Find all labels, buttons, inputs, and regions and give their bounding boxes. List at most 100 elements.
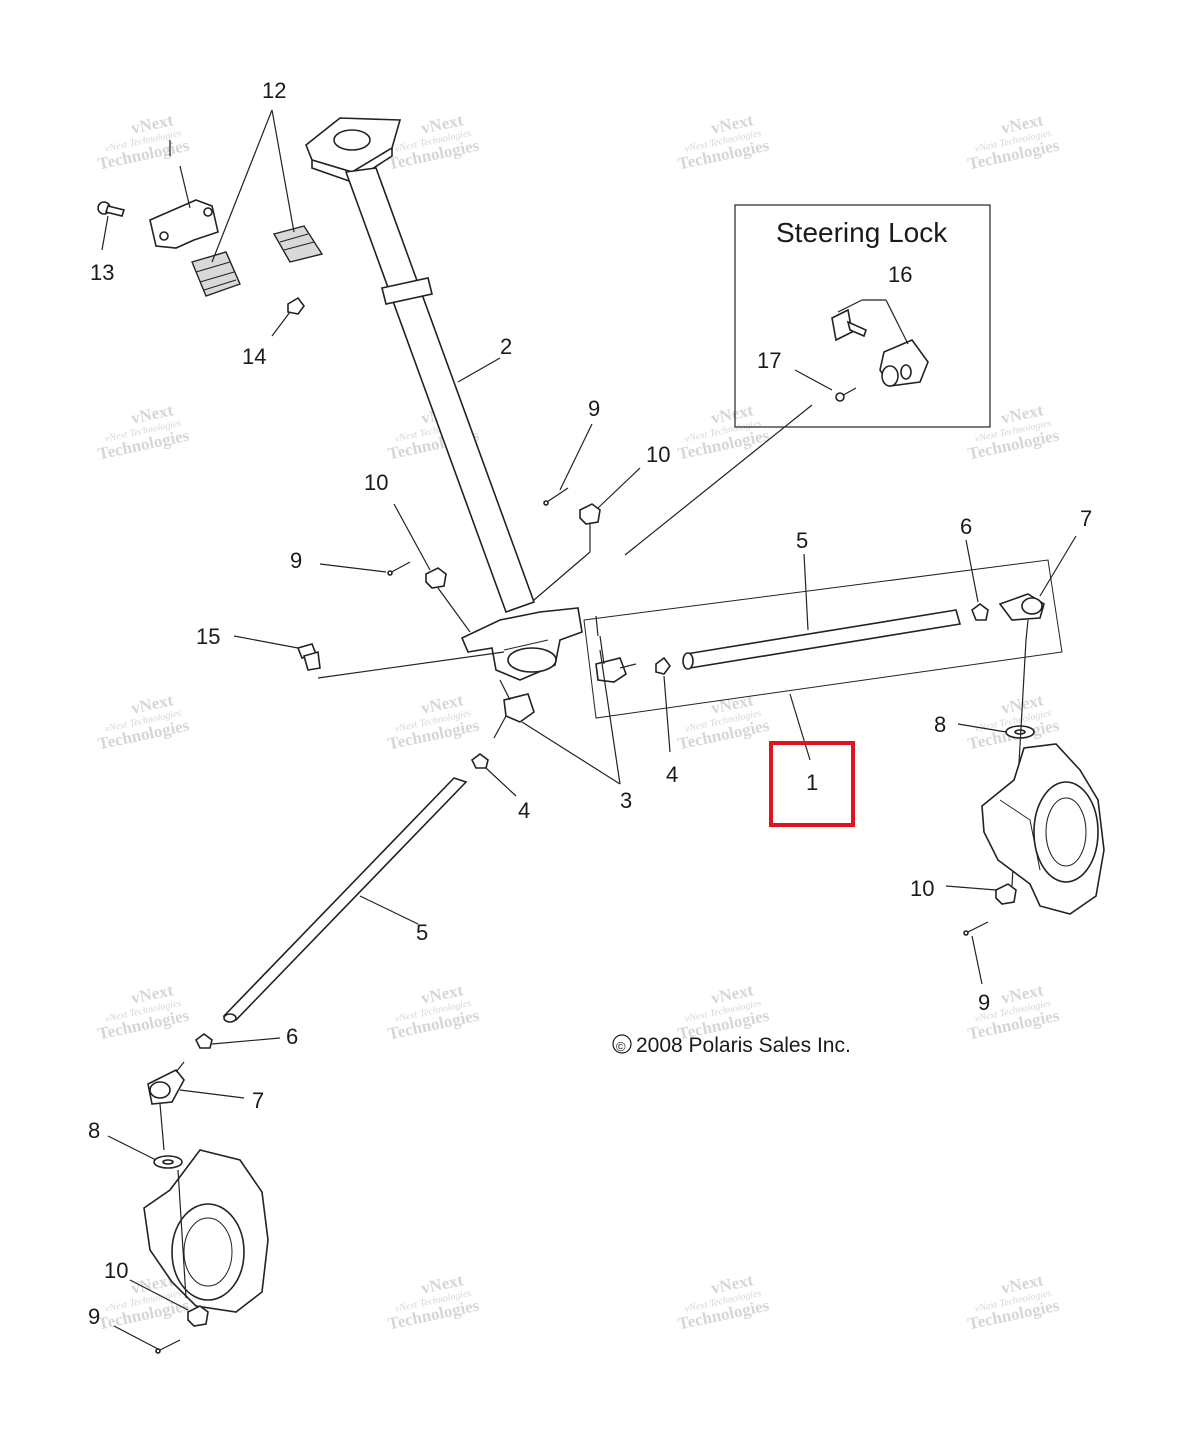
tie-rod-stud-upper (595, 615, 599, 637)
cotter-pin-9-right (963, 921, 989, 936)
jam-nut-4-upper (655, 656, 671, 675)
steering-lock-cylinder (879, 339, 929, 387)
copyright-text: 2008 Polaris Sales Inc. (636, 1034, 851, 1057)
column-bushing-lower (191, 251, 241, 297)
callout-6-upper: 6 (960, 514, 972, 539)
pivot-bolt-15 (296, 643, 321, 671)
castle-nut-10-lower (187, 1305, 209, 1327)
callout-2: 2 (500, 334, 512, 359)
callout-10-lower: 10 (104, 1258, 128, 1283)
steering-knuckle-upper (981, 743, 1105, 915)
watermark: vNext vNext Technologies Technologies (96, 980, 191, 1043)
callout-8-lower: 8 (88, 1118, 100, 1143)
leader-10-upper (597, 467, 641, 509)
clamp-bolt (97, 201, 126, 217)
tie-rod-tube-5-upper (682, 609, 962, 670)
leader-2 (457, 357, 501, 383)
leader-15 (233, 635, 299, 649)
leader-9-upper (559, 423, 593, 491)
callout-10-right: 10 (910, 876, 934, 901)
leader-5-lower (359, 895, 419, 925)
leader-4-upper (663, 675, 671, 753)
steering-lock-key (831, 308, 867, 342)
watermark: vNext vNext Technologies Technologies (966, 690, 1061, 753)
leader-8-lower (107, 1135, 157, 1161)
watermark: vNext vNext Technologies Technologies (386, 690, 481, 753)
leader-4-lower (485, 767, 517, 797)
callout-12: 12 (262, 78, 286, 103)
steering-lock-box (734, 204, 991, 428)
leader-7-lower (179, 1089, 245, 1099)
jam-nut-4-lower (470, 753, 489, 769)
tie-rod-end-outer-upper (998, 593, 1045, 641)
leader-lock-to-column (624, 404, 813, 556)
leader-3b (599, 649, 621, 785)
watermark: vNext vNext Technologies Technologies (966, 400, 1061, 463)
leader-8-upper (957, 723, 1007, 733)
copyright-symbol: © (616, 1039, 626, 1054)
callout-7-lower: 7 (252, 1088, 264, 1113)
leader-6-lower (211, 1037, 281, 1045)
leader-17 (794, 369, 833, 391)
leader-10-upper-link (533, 551, 591, 601)
tie-rod-end-inner-lower (493, 679, 535, 739)
watermark: vNext vNext Technologies Technologies (676, 1270, 771, 1333)
leader-1 (789, 693, 811, 761)
callout-14: 14 (242, 344, 266, 369)
clamp-nut (287, 296, 305, 315)
leader-10-left (393, 503, 431, 571)
callout-6-lower: 6 (286, 1024, 298, 1049)
leader-15-axis (317, 651, 505, 679)
leader-9-lower (113, 1325, 161, 1351)
steering-lock-screw (835, 387, 857, 402)
leader-9-left (319, 563, 387, 573)
watermark: vNext vNext Technologies Technologies (386, 110, 481, 173)
steering-knuckle-lower (143, 1149, 269, 1313)
callout-10-upper: 10 (646, 442, 670, 467)
callout-9-left: 9 (290, 548, 302, 573)
callout-3: 3 (620, 788, 632, 813)
callout-5-upper: 5 (796, 528, 808, 553)
callout-17: 17 (757, 348, 781, 373)
callout-9-lower: 9 (88, 1304, 100, 1329)
watermark: vNext vNext Technologies Technologies (96, 110, 191, 173)
watermark-layer: vNext vNext Technologies Technologies vN… (96, 110, 1061, 1333)
leader-10-left-link (437, 587, 471, 633)
leader-16a (837, 299, 863, 313)
leader-6-upper (965, 539, 979, 603)
copyright-ring (612, 1034, 632, 1054)
callout-13: 13 (90, 260, 114, 285)
leader-7-upper (1039, 535, 1077, 597)
leader-10-lower (129, 1279, 189, 1311)
castle-nut-10-upper (579, 503, 601, 525)
leader-12a (211, 109, 273, 263)
callout-16: 16 (888, 262, 912, 287)
watermark: vNext vNext Technologies Technologies (96, 400, 191, 463)
watermark: vNext vNext Technologies Technologies (966, 1270, 1061, 1333)
callout-10-left: 10 (364, 470, 388, 495)
castle-nut-10-right (995, 883, 1017, 905)
cotter-pin-9-upper (543, 487, 569, 506)
washer-8-lower (153, 1155, 183, 1169)
leader-16b (885, 299, 909, 345)
callout-9-upper: 9 (588, 396, 600, 421)
watermark: vNext vNext Technologies Technologies (966, 980, 1061, 1043)
callout-15: 15 (196, 624, 220, 649)
tie-rod-tube-5-lower (222, 777, 468, 1023)
leader-3a (521, 721, 621, 785)
callout-7-upper: 7 (1080, 506, 1092, 531)
cotter-pin-9-lower (155, 1339, 181, 1354)
callout-5-lower: 5 (416, 920, 428, 945)
steering-column-shaft (305, 117, 583, 681)
leader-clamp (179, 165, 191, 209)
copyright-notice: © 2008 Polaris Sales Inc. (612, 1034, 851, 1057)
leader-10-right (945, 885, 997, 891)
tie-rod-assembly-box (583, 559, 1063, 719)
leader-14 (271, 311, 291, 337)
leader-12b (271, 109, 295, 233)
cotter-pin-9-left (387, 561, 411, 576)
watermark: vNext vNext Technologies Technologies (386, 980, 481, 1043)
leader-5-upper (803, 553, 809, 631)
column-bushing-upper (272, 225, 324, 263)
